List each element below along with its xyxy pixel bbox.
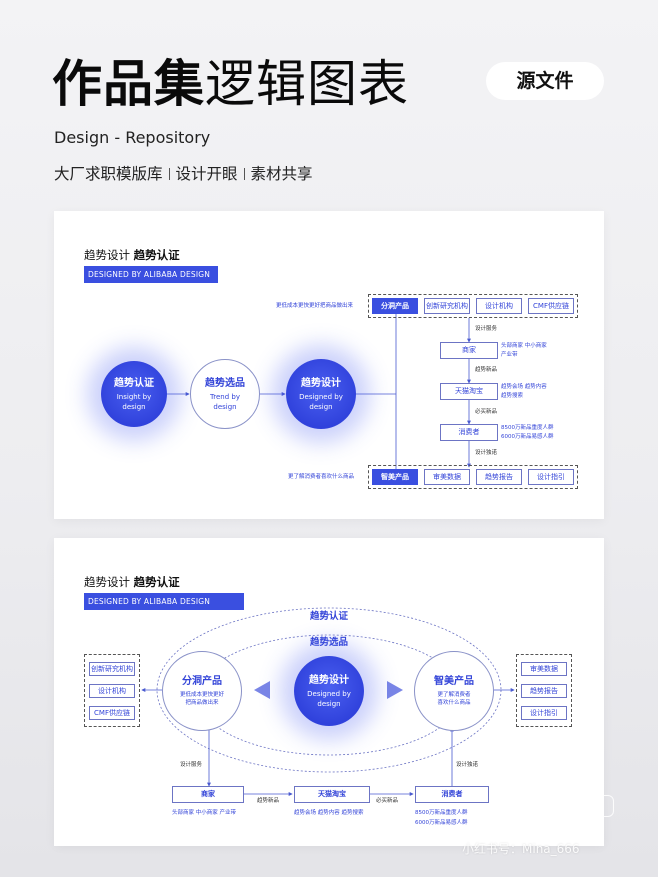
edge-label: 设计独诺 [456,762,479,768]
bottom-node-consumer: 消费者 [415,786,489,803]
bottom-item: 审美数据 [424,469,470,485]
flow-edge-label: 设计服务 [475,326,498,332]
bottom-item: 设计指引 [528,469,574,485]
divider [243,168,245,180]
flow-note: 趋势会场 趋势内容 [501,384,547,390]
bottom-note: 头部商家 中小商家 产业带 [172,810,236,816]
bottom-node-tmall: 天猫淘宝 [294,786,370,803]
flow-edge-label: 设计独诺 [475,450,498,456]
flow-note: 6000万新品易感人群 [501,434,554,440]
trend-design-circle: 趋势设计 Designed by design [286,359,356,429]
edge-label: 趋势新品 [257,798,280,804]
trend-selection-circle: 趋势选品 Trend by design [190,359,260,429]
subtitle-item: 素材共享 [250,165,313,183]
top-item: CMF供应链 [528,298,574,314]
right-item: 审美数据 [521,662,567,676]
subtitle-item: 大厂求职模版库 [54,165,163,183]
page-title: 作品集逻辑图表 [52,44,409,116]
bottom-node-merchant: 商家 [172,786,244,803]
left-arrow-icon [254,681,270,699]
divider [168,168,170,180]
left-item: CMF供应链 [89,706,135,720]
ring-outer-label: 趋势认证 [309,611,348,622]
bottom-dashed-group [368,465,578,489]
subtitle-en: Design - Repository [54,128,211,147]
top-item: 设计机构 [476,298,522,314]
center-design-circle: 趋势设计 Designed by design [294,656,364,726]
watermark-account: 小红书号：Mina_666 [462,842,580,856]
title-bold: 作品集 [52,55,205,113]
right-item: 趋势报告 [521,684,567,698]
right-arrow-icon [387,681,403,699]
card-title: 趋势设计 趋势认证 [84,248,180,262]
left-item: 创新研究机构 [89,662,135,676]
left-item: 设计机构 [89,684,135,698]
left-product-circle: 分洞产品 更低成本更快更好 把商品做出来 [162,651,242,731]
left-dashed-group [84,654,140,727]
flow-edge-label: 必买新品 [475,409,498,415]
flow-note: 产业带 [501,352,518,358]
top-dashed-group [368,294,578,318]
xiaohongshu-logo: 小红书 [564,795,614,817]
card-tag: DESIGNED BY ALIBABA DESIGN [84,593,244,610]
ring-inner-label: 趋势选品 [309,637,348,648]
top-note: 更低成本更快更好把商品做出来 [276,303,354,309]
bottom-item: 趋势报告 [476,469,522,485]
right-item: 设计指引 [521,706,567,720]
title-light: 逻辑图表 [205,55,409,113]
subtitle-cn: 大厂求职模版库设计开眼素材共享 [54,162,313,184]
source-file-button[interactable]: 源文件 [486,62,604,100]
top-item: 创新研究机构 [424,298,470,314]
diagram-card-ring: 趋势设计 趋势认证 DESIGNED BY ALIBABA DESIGN 趋势认… [54,538,604,846]
edge-label: 必买新品 [376,798,399,804]
card-tag: DESIGNED BY ALIBABA DESIGN [84,266,218,283]
right-dashed-group [516,654,572,727]
flow-note: 头部商家 中小商家 [501,343,547,349]
bottom-product-label: 智美产品 [372,469,418,485]
diagram-card-linear: 趋势设计 趋势认证 DESIGNED BY ALIBABA DESIGN 趋势认… [54,211,604,519]
right-product-circle: 智美产品 更了解消费者 喜欢什么商品 [414,651,494,731]
flow-node-tmall: 天猫淘宝 [440,383,498,400]
flow-node-consumer: 消费者 [440,424,498,441]
bottom-note: 6000万新品易感人群 [415,820,468,826]
bottom-note: 8500万新品重度人群 [415,810,468,816]
edge-label: 设计服务 [180,762,203,768]
trend-certify-circle: 趋势认证 Insight by design [101,361,167,427]
bottom-note: 更了解消费者喜欢什么商品 [288,474,355,480]
card-title: 趋势设计 趋势认证 [84,575,180,589]
bottom-note: 趋势会场 趋势内容 趋势搜索 [294,810,364,816]
flow-edge-label: 趋势新品 [475,367,498,373]
flow-node-merchant: 商家 [440,342,498,359]
flow-note: 8500万新品重度人群 [501,425,554,431]
subtitle-item: 设计开眼 [175,165,238,183]
flow-note: 趋势搜索 [501,393,524,399]
top-product-label: 分洞产品 [372,298,418,314]
